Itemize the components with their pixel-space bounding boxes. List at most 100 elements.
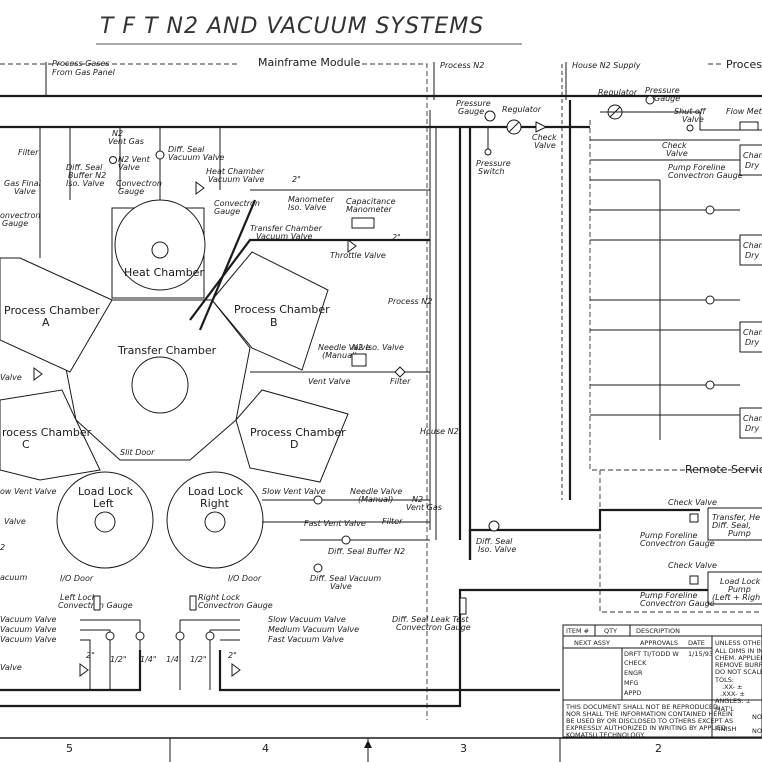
branch-b-lines: [590, 180, 740, 270]
two-inch-a-label: 2": [292, 175, 301, 184]
diff-seal-vac-icon: [155, 150, 165, 160]
size-quarter-a-label: 1/4": [140, 655, 157, 664]
right-vacuum-valve-icon: [175, 631, 185, 641]
cham-dry-b-label: Cham: [743, 241, 762, 250]
convectron-hc-label-2: Gauge: [214, 207, 240, 216]
tb-next-assy-label: NEXT ASSY: [574, 639, 610, 647]
tb-qty-label: QTY: [604, 627, 617, 635]
load-lock-pump-label: Load Lock: [720, 577, 761, 586]
diff-seal-iso-label: Diff. Seal: [476, 537, 513, 546]
process-branch-c: Cham Dry: [590, 270, 762, 360]
heat-chamber-wafer: [151, 241, 169, 259]
tb-check: CHECK: [624, 659, 647, 667]
diff-seal-vac-low-label: Diff. Seal Vacuum: [310, 574, 381, 583]
size-half-b-label: 1/2": [190, 655, 207, 664]
left-vacuum-valve-2-icon: [135, 631, 145, 641]
needle-valve-label: Needle Valve: [318, 343, 370, 352]
regulator-outlet-line: [600, 111, 762, 131]
house-n2-supply-label: House N2 Supply: [572, 61, 641, 70]
pressure-gauge-right-label: Pressure: [645, 86, 680, 95]
gas-final-valve-label-2: Valve: [14, 187, 36, 196]
io-door-right-label: I/O Door: [228, 574, 262, 583]
slow-vacuum-r-label: Slow Vacuum Valve: [268, 615, 346, 624]
load-lock-pump-box: [707, 571, 762, 605]
process-chamber-c-sub: C: [22, 438, 30, 451]
center-arrow-icon: [364, 740, 372, 748]
pressure-gauge-mid-icon: [484, 110, 496, 122]
load-lock-left-sub: Left: [93, 497, 114, 510]
tb-tol1: .XX- ±: [722, 683, 743, 691]
vent-valve-label: Vent Valve: [308, 377, 350, 386]
house-n2-riser: [458, 127, 472, 560]
check-valve-rs2-label: Check Valve: [668, 561, 717, 570]
acuum-label: acuum: [0, 573, 27, 582]
diff-seal-buffer-label-3: Iso. Valve: [66, 179, 104, 188]
drawing-title: T F T N2 AND VACUUM SYSTEMS: [100, 14, 484, 39]
load-lock-pump-label-2: Pump: [728, 585, 751, 594]
slit-door-label: Slit Door: [120, 448, 155, 457]
manometer-iso-label: Manometer: [288, 195, 335, 204]
branch-d-lines: [590, 360, 740, 440]
cham-dry-d-box: [739, 407, 762, 439]
pump-foreline-rs-label-2: Convectron Gauge: [640, 539, 715, 548]
load-lock-right-label: Load Lock: [188, 485, 244, 498]
tb-finish: FINISH: [715, 725, 737, 733]
diff-seal-iso-valve-icon: [488, 520, 500, 532]
vacuum-valve-branches: [80, 619, 240, 690]
tb-mfg: MFG: [624, 679, 638, 687]
load-lock-left-label: Load Lock: [78, 485, 134, 498]
tb-notice-1: THIS DOCUMENT SHALL NOT BE REPRODUCED,: [565, 703, 720, 711]
process-branch-a: Cham Dry: [590, 139, 762, 181]
convectron-gauge-label-2: Gauge: [118, 187, 144, 196]
right-lock-label-2: Convectron Gauge: [198, 601, 273, 610]
gas-final-valve-icon: [33, 367, 43, 381]
pressure-gauge-mid-label-2: Gauge: [458, 107, 484, 116]
process-chamber-d-label: Process Chamber: [250, 426, 346, 439]
mainframe-module-label: Mainframe Module: [258, 56, 361, 69]
branch-c-lines: [590, 270, 740, 360]
right-lock-label: Right Lock: [198, 593, 240, 602]
remote-module-boundary: [599, 470, 762, 613]
left-main-vacuum-valve-icon: [79, 663, 89, 677]
process-chamber-d-sub: D: [290, 438, 298, 451]
zone-label-3: 3: [460, 742, 467, 755]
right-vacuum-valve-2-icon: [205, 631, 215, 641]
load-lock-right-wafer: [204, 511, 226, 533]
process-branch-b: Cham Dry: [590, 180, 762, 270]
needle-valve-2-label-2: (Manual): [358, 495, 393, 504]
pressure-switch-icon: [484, 148, 492, 156]
process-n2-mid-label: Process N2: [388, 297, 432, 306]
tb-notice-5: KOMATSU TECHNOLOGY.: [566, 731, 645, 739]
transfer-chamber-label: Transfer Chamber: [117, 344, 217, 357]
io-door-left-label: I/O Door: [60, 574, 94, 583]
load-lock-pump-label-3: (Left + Righ: [712, 593, 760, 602]
zone-label-4: 4: [262, 742, 269, 755]
shutoff-valve-label-2: Valve: [682, 115, 704, 124]
transfer-pump-box: [707, 507, 762, 541]
cham-dry-a-label: Cham: [743, 151, 762, 160]
shutoff-valve-label: Shut off: [674, 107, 707, 116]
heat-chamber-vac-valve-icon: [195, 181, 205, 195]
diff-seal-vac-label: Diff. Seal: [168, 145, 205, 154]
shutoff-valve-icon: [686, 124, 694, 132]
diff-seal-vac-low-label-2: Valve: [330, 582, 352, 591]
cham-dry-a-label-2: Dry: [745, 161, 759, 170]
heat-chamber-vac-label: Heat Chamber: [206, 167, 265, 176]
n2-vent-gas-label: N2: [112, 129, 123, 138]
process-module-boundary: [589, 63, 762, 471]
pressure-gauge-mid-label: Pressure: [456, 99, 491, 108]
right-lock-gauge-icon: [189, 595, 197, 611]
foreline-return: [0, 588, 762, 708]
tb-notice-4: EXPRESSLY AUTHORIZED IN WRITING BY APPLI…: [566, 724, 726, 732]
filter-low-label: Filter: [382, 517, 403, 526]
tb-note4: DO NOT SCALE: [715, 668, 762, 676]
cham-dry-c-label-2: Dry: [745, 338, 759, 347]
valve-left-2-label: Valve: [4, 517, 26, 526]
check-valve-rs-icon: [689, 513, 699, 523]
process-chamber-b-body: [211, 251, 329, 371]
diff-seal-buffer-label-2: Buffer N2: [68, 171, 106, 180]
capacitance-manometer-icon: [351, 217, 375, 229]
vacuum-valve-l2-label: Vacuum Valve: [0, 625, 57, 634]
transfer-pump-label: Transfer, He: [712, 513, 760, 522]
process-chamber-a-sub: A: [42, 316, 50, 329]
